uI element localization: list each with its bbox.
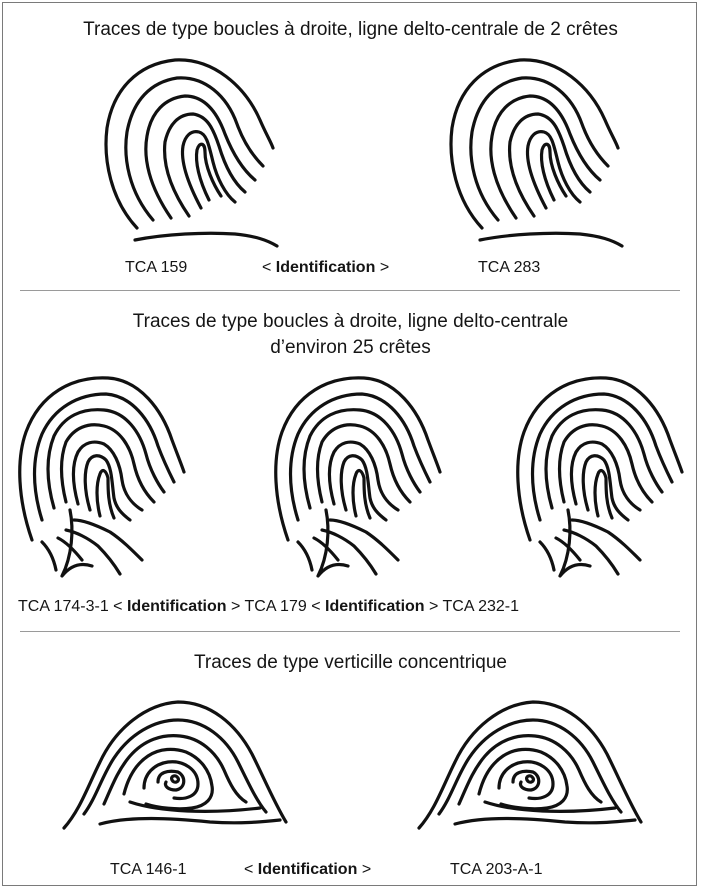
label-tca-203-a-1: TCA 203-A-1: [450, 860, 542, 880]
fingerprint-tca-232-1: [510, 370, 685, 580]
fingerprint-tca-203-a-1: [415, 690, 645, 840]
label-tca-283: TCA 283: [478, 258, 540, 278]
fingerprint-tca-146-1: [60, 690, 290, 840]
section-2-title-line-1: Traces de type boucles à droite, ligne d…: [0, 310, 701, 334]
fingerprint-tca-179: [268, 370, 443, 580]
identification-link-3: Identification: [325, 598, 425, 615]
label-tca-174-3-1: TCA 174-3-1: [18, 598, 109, 615]
section-3-title: Traces de type verticille concentrique: [0, 651, 701, 675]
label-tca-179: TCA 179: [244, 598, 306, 615]
row-2-labels: TCA 174-3-1 < Identification > TCA 179 <…: [18, 597, 519, 617]
divider-2: [20, 631, 680, 632]
identification-link-4: < Identification >: [244, 860, 371, 880]
identification-link-2: Identification: [127, 598, 227, 615]
label-tca-146-1: TCA 146-1: [110, 860, 186, 880]
fingerprint-tca-174-3-1: [12, 370, 187, 580]
section-2-title-line-2: d’environ 25 crêtes: [0, 336, 701, 360]
fingerprint-tca-283: [440, 50, 620, 250]
label-tca-232-1: TCA 232-1: [443, 598, 519, 615]
section-1-title: Traces de type boucles à droite, ligne d…: [0, 18, 701, 42]
identification-link-1: < Identification >: [262, 258, 389, 278]
divider-1: [20, 290, 680, 291]
label-tca-159: TCA 159: [125, 258, 187, 278]
fingerprint-tca-159: [95, 50, 275, 250]
